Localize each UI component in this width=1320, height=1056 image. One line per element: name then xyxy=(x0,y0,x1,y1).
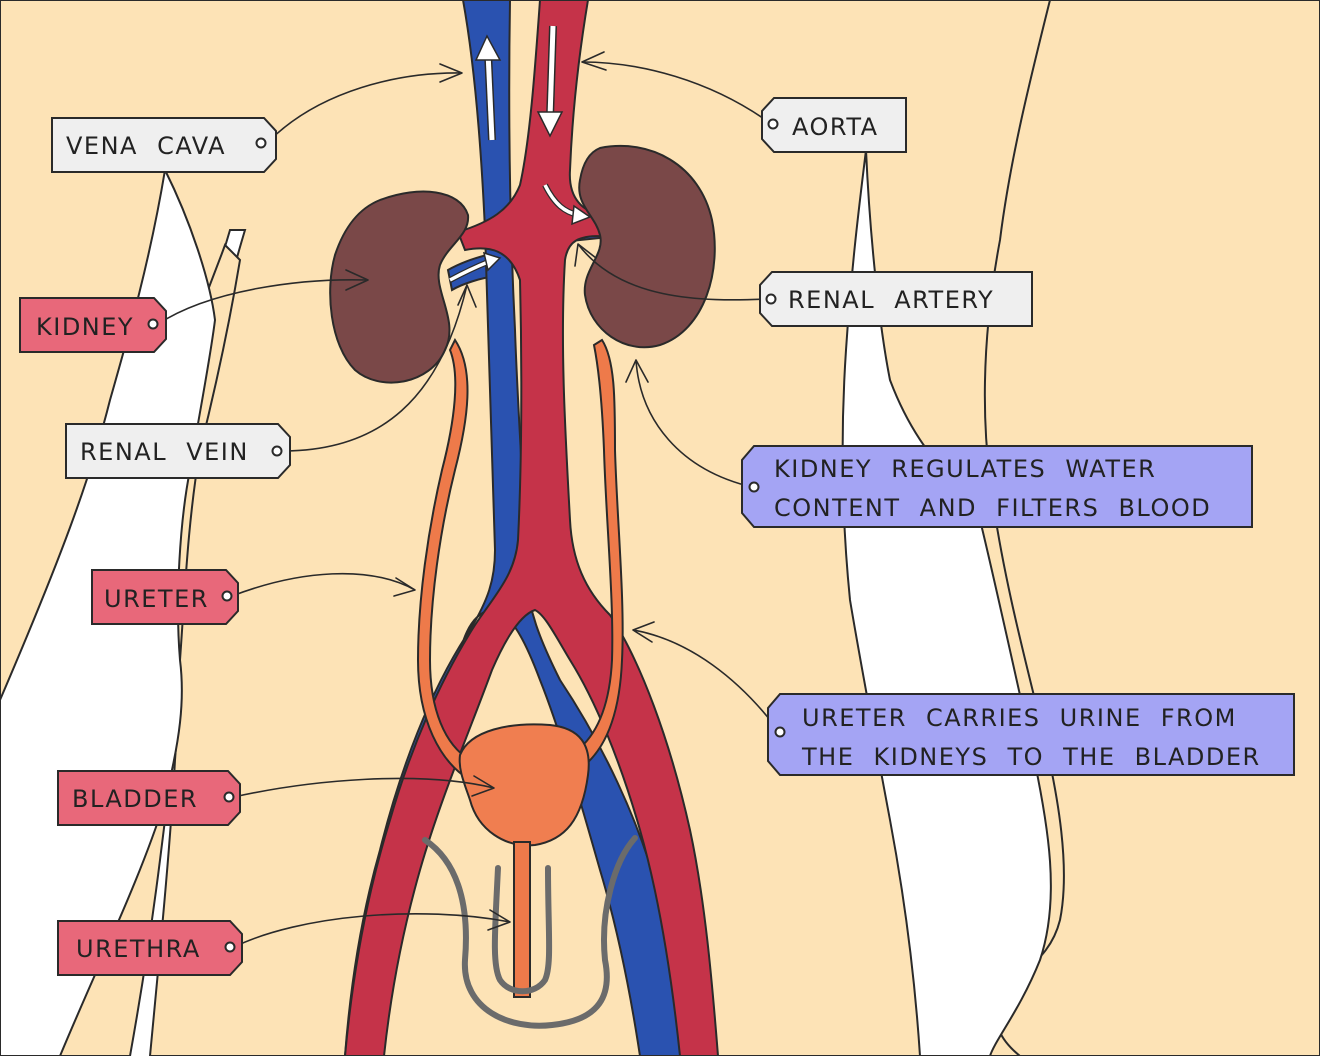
label-bladder-text: BLADDER xyxy=(72,785,198,813)
leader-ureter-function xyxy=(632,621,779,731)
label-tags: VENA CAVA AORTA KIDNEY RENAL ARTERY RENA… xyxy=(19,97,1295,976)
label-renal-artery: RENAL ARTERY xyxy=(759,271,1033,327)
label-ureter-function: URETER CARRIES URINE FROM THE KIDNEYS TO… xyxy=(767,693,1295,776)
genital-inner xyxy=(491,865,553,995)
label-kidney-text: KIDNEY xyxy=(36,313,134,341)
urethra-tube xyxy=(513,841,531,998)
leader-urethra xyxy=(233,909,511,948)
label-aorta-text: AORTA xyxy=(792,113,879,141)
flow-arrows xyxy=(448,25,592,283)
aorta-flow-arrow xyxy=(536,25,564,138)
vena-cava-flow-arrow xyxy=(474,34,502,141)
label-kidney: KIDNEY xyxy=(19,297,167,353)
label-bladder: BLADDER xyxy=(57,770,241,826)
genital-outline xyxy=(422,835,638,1029)
leader-kidney-function xyxy=(625,359,753,488)
renal-vein-flow-arrow xyxy=(448,251,502,283)
bladder-group xyxy=(422,723,638,1029)
label-renal-artery-text: RENAL ARTERY xyxy=(788,286,994,314)
label-renal-vein-text: RENAL VEIN xyxy=(80,438,249,466)
label-kidney-function-line2: CONTENT AND FILTERS BLOOD xyxy=(774,494,1211,522)
leader-kidney xyxy=(157,269,369,325)
label-kidney-function: KIDNEY REGULATES WATER CONTENT AND FILTE… xyxy=(741,445,1253,528)
label-ureter-function-line2: THE KIDNEYS TO THE BLADDER xyxy=(801,743,1261,771)
leader-ureter xyxy=(231,572,416,597)
label-kidney-function-line1: KIDNEY REGULATES WATER xyxy=(774,455,1156,483)
bladder-shape xyxy=(458,723,590,847)
leader-aorta xyxy=(581,51,771,124)
label-ureter: URETER xyxy=(91,569,239,625)
label-urethra-text: URETHRA xyxy=(76,935,201,963)
label-ureter-text: URETER xyxy=(104,585,209,613)
vessels xyxy=(343,0,720,1056)
leader-vena-cava xyxy=(267,63,463,143)
leader-renal-artery xyxy=(574,243,769,301)
label-urethra: URETHRA xyxy=(57,920,243,976)
label-renal-vein: RENAL VEIN xyxy=(65,423,291,479)
renal-artery-flow-arrow xyxy=(542,183,592,226)
label-vena-cava: VENA CAVA xyxy=(51,117,277,173)
label-vena-cava-text: VENA CAVA xyxy=(66,132,226,160)
label-aorta: AORTA xyxy=(761,97,907,153)
label-ureter-function-line1: URETER CARRIES URINE FROM xyxy=(802,704,1237,732)
leader-renal-vein xyxy=(284,284,477,452)
leader-lines xyxy=(157,51,779,948)
aorta xyxy=(343,0,720,1056)
leader-bladder xyxy=(233,775,495,798)
